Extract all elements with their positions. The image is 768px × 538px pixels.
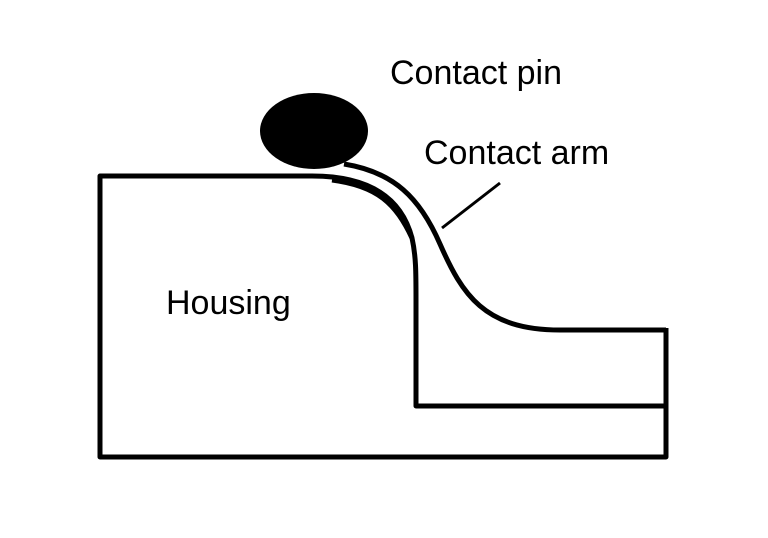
contact-pin-label: Contact pin — [390, 54, 562, 92]
contact-arm-inner-edge — [331, 177, 415, 240]
contact-pin — [260, 93, 368, 169]
contact-arm-leader-line — [441, 181, 501, 230]
contact-arm — [343, 161, 666, 333]
housing-label: Housing — [166, 284, 291, 322]
contact-arm-label: Contact arm — [424, 134, 609, 172]
